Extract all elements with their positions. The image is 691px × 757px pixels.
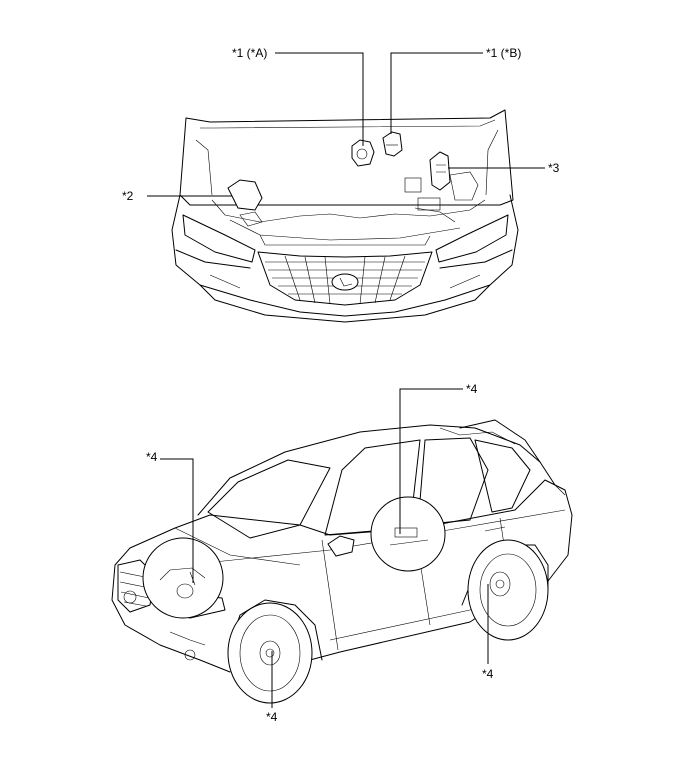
leader-line-c4-front-left xyxy=(160,458,194,583)
leader-line-c4-rear-door xyxy=(399,388,463,534)
vehicle-illustration xyxy=(111,419,573,673)
callout-c4-front-wheel: *4 xyxy=(266,710,278,724)
leader-line-c1a xyxy=(275,52,364,146)
front-wheel xyxy=(227,602,313,704)
callout-c1b: *1 (*B) xyxy=(486,46,521,60)
callout-c4-rear-wheel: *4 xyxy=(482,667,494,681)
rear-door-zoom-circle xyxy=(370,496,446,572)
callout-c1a: *1 (*A) xyxy=(232,46,267,60)
engine-bay-illustration xyxy=(171,109,519,323)
front-left-zoom-circle xyxy=(142,537,224,619)
leader-line-c1b xyxy=(390,52,483,134)
rear-wheel xyxy=(467,539,549,641)
callout-c2: *2 xyxy=(122,189,134,203)
callout-c4-rear-door: *4 xyxy=(466,382,478,396)
callout-c3: *3 xyxy=(548,161,560,175)
callout-c4-front-left: *4 xyxy=(146,450,158,464)
